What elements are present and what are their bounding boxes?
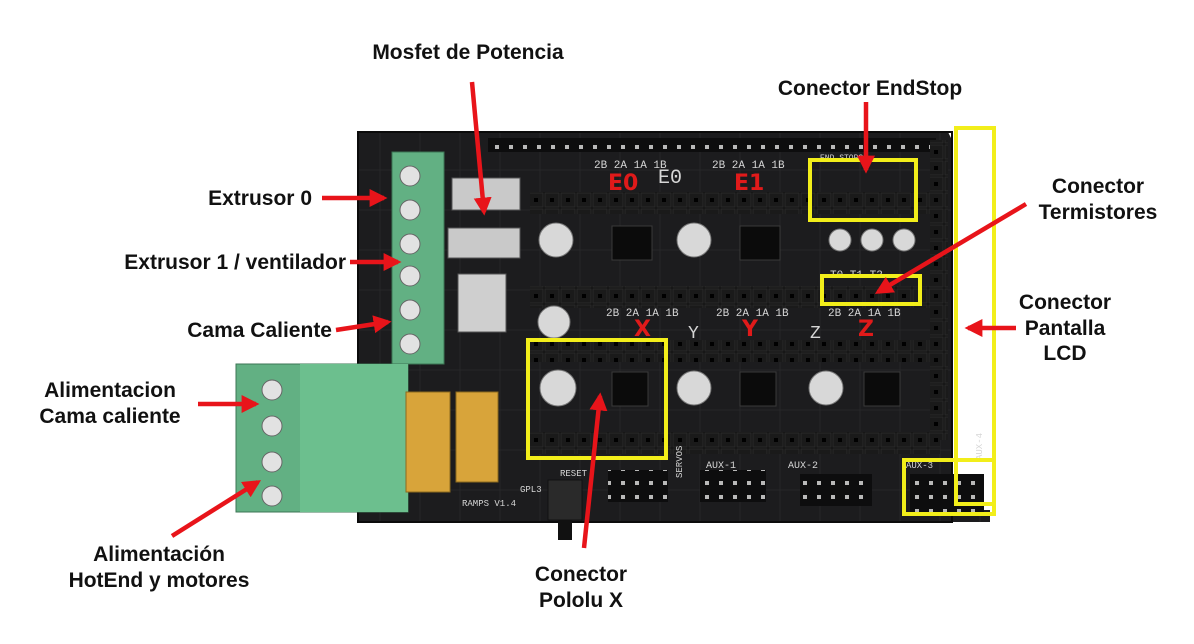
silk-pins-z: 2B 2A 1A 1B (828, 308, 901, 320)
right-pin-column (930, 140, 948, 440)
arrow-pololu (581, 392, 608, 549)
label-cama: Cama Caliente (187, 319, 332, 342)
label-extrusor0: Extrusor 0 (208, 187, 312, 210)
silk-pins-e0: 2B 2A 1A 1B (594, 160, 667, 172)
label-pantalla: Conector Pantalla LCD (1018, 291, 1112, 366)
silk-aux3: AUX-3 (906, 461, 933, 471)
top-pin-header (488, 138, 936, 152)
screw-terminal-outputs (391, 151, 445, 365)
silk-pins-x: 2B 2A 1A 1B (606, 308, 679, 320)
pcb-board: 2B 2A 1A 1B 2B 2A 1A 1B 2B 2A 1A 1B 2B 2… (357, 131, 990, 540)
silk-e0: E0 (608, 171, 638, 196)
silk-axis-z: Z (810, 324, 821, 344)
mosfet-2 (447, 227, 521, 259)
label-termistores: Conector Termistores (1038, 175, 1158, 224)
polyfuses (405, 391, 499, 493)
highlight-pololu-x (526, 338, 668, 460)
label-pololu: Conector Pololu X (534, 563, 628, 612)
driver-socket-top (530, 192, 940, 214)
mosfet-1 (451, 177, 521, 211)
label-extrusor1: Extrusor 1 / ventilador (124, 251, 346, 274)
silk-e1: E1 (734, 171, 764, 196)
driver-socket-lower (530, 340, 940, 362)
aux1-header (700, 470, 766, 502)
silk-axis-y: Y (688, 324, 699, 344)
highlight-aux3 (902, 458, 996, 516)
arrow-alim-hotend (170, 480, 262, 538)
silk-pins-y: 2B 2A 1A 1B (716, 308, 789, 320)
silk-servos: SERVOS (675, 446, 685, 478)
aux2-header (800, 474, 872, 506)
servo-header (608, 470, 668, 502)
screw-terminal-power (235, 363, 409, 513)
arrow-mosfet (469, 81, 492, 216)
silk-x: X (634, 317, 651, 342)
highlight-lcd (954, 126, 996, 506)
silk-reset: RESET (560, 469, 588, 479)
label-alim-cama: Alimentacion Cama caliente (39, 379, 181, 428)
label-endstop: Conector EndStop (777, 77, 963, 100)
aux3-header (910, 474, 984, 512)
silk-aux2: AUX-2 (788, 461, 818, 472)
pointer-arrows (170, 81, 1028, 549)
reset-button-stem (558, 520, 572, 540)
mosfet-3 (457, 273, 507, 333)
silk-e0-plain: E0 (658, 167, 682, 190)
arrow-cama (335, 315, 392, 334)
capacitors (537, 222, 916, 407)
highlight-termistores (820, 274, 922, 306)
silk-aux4: AUX-4 (975, 433, 985, 460)
driver-socket-bottom (530, 432, 940, 454)
silk-gpl: GPL3 (520, 485, 542, 495)
driver-chips (611, 225, 901, 407)
silk-aux1: AUX-1 (706, 461, 736, 472)
silk-y: Y (741, 317, 759, 342)
label-mosfet: Mosfet de Potencia (372, 41, 564, 64)
silk-ramps: RAMPS V1.4 (462, 499, 516, 509)
reset-button (547, 479, 583, 521)
arrow-termistores (874, 202, 1028, 294)
silk-z: Z (858, 317, 874, 342)
label-alim-hotend: Alimentación HotEnd y motores (68, 543, 250, 592)
silk-pins-e1: 2B 2A 1A 1B (712, 160, 785, 172)
